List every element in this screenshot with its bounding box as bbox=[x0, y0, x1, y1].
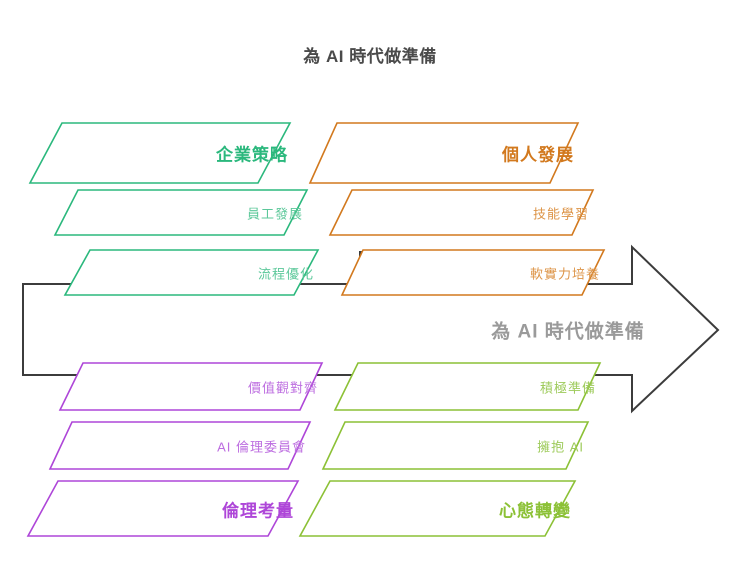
node-shape-personal-development-2[interactable] bbox=[328, 189, 595, 236]
arrow-label: 為 AI 時代做準備 bbox=[491, 321, 645, 343]
node-shape-mindset-shift-2[interactable] bbox=[321, 421, 590, 470]
node-shape-corporate-strategy-3[interactable] bbox=[63, 249, 320, 296]
node-shape-mindset-shift-3[interactable] bbox=[298, 480, 577, 537]
node-shape-personal-development-3[interactable] bbox=[340, 249, 606, 296]
node-shape-corporate-strategy-1[interactable] bbox=[28, 122, 292, 184]
page-title: 為 AI 時代做準備 bbox=[303, 47, 437, 66]
node-shape-ethical-considerations-3[interactable] bbox=[26, 480, 300, 537]
node-shape-ethical-considerations-1[interactable] bbox=[58, 362, 324, 411]
node-shape-ethical-considerations-2[interactable] bbox=[48, 421, 312, 470]
node-shape-mindset-shift-1[interactable] bbox=[333, 362, 602, 411]
node-shape-personal-development-1[interactable] bbox=[308, 122, 580, 184]
node-shape-corporate-strategy-2[interactable] bbox=[53, 189, 309, 236]
parallelogram-shapes bbox=[26, 122, 606, 537]
